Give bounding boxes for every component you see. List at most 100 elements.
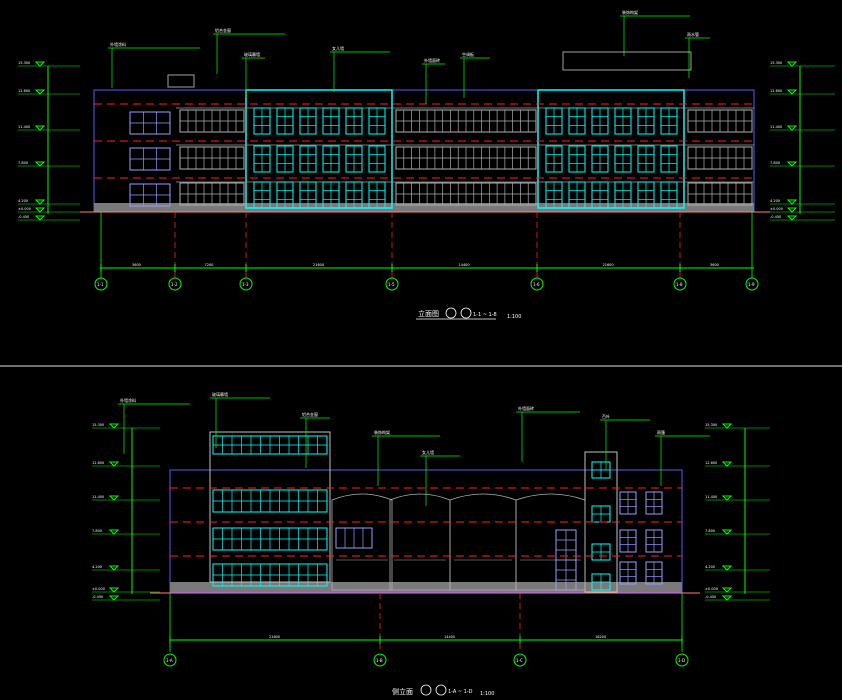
level-value: -0.450	[18, 215, 29, 219]
level-marker	[786, 161, 798, 167]
level-value: 15.300	[705, 423, 717, 427]
level-value: 11.400	[18, 125, 30, 129]
axis-label: 1-1	[97, 282, 104, 287]
note-text: 外墙面砖	[424, 57, 440, 63]
level-value: 7.800	[92, 529, 102, 533]
note-text: 铝合金窗	[302, 411, 318, 417]
note-text: 雨篷	[657, 429, 665, 435]
axis-label: 1-B	[376, 658, 383, 663]
level-value: 15.300	[770, 61, 782, 65]
axis-bubble	[513, 653, 527, 667]
axis-bubble	[373, 653, 387, 667]
level-value: 12.600	[18, 89, 30, 93]
dim-value: 14400	[444, 635, 455, 639]
level-marker	[108, 529, 120, 535]
level-marker	[108, 595, 120, 601]
dim-value: 21600	[603, 263, 614, 267]
note-text: 铝合金窗	[215, 27, 231, 33]
elevation-top-title: 立面图	[418, 309, 439, 318]
level-value: 15.300	[18, 61, 30, 65]
note-text: 玻璃幕墙	[244, 51, 260, 57]
level-marker	[34, 125, 46, 131]
level-marker	[34, 161, 46, 167]
elevation-bottom-title: 侧立面	[392, 687, 413, 696]
axis-label: 1-C	[516, 658, 523, 663]
note-text: 装饰构架	[622, 9, 638, 15]
level-marker	[786, 207, 798, 213]
level-value: 4.200	[92, 565, 102, 569]
level-value: 4.200	[705, 565, 715, 569]
axis-bubble	[163, 653, 177, 667]
level-marker	[721, 595, 733, 601]
level-value: ±0.000	[18, 207, 31, 211]
level-value: 12.600	[770, 89, 782, 93]
dim-value: 14400	[459, 263, 470, 267]
axis-bubble	[94, 277, 108, 291]
level-marker	[108, 423, 120, 429]
level-marker	[721, 495, 733, 501]
dim-value: 21600	[269, 635, 280, 639]
dim-value: 7200	[205, 263, 214, 267]
level-marker	[108, 495, 120, 501]
note-text: 百叶	[602, 413, 610, 419]
level-value: -0.450	[770, 215, 781, 219]
level-marker	[721, 565, 733, 571]
level-value: 7.800	[18, 161, 28, 165]
level-marker	[721, 529, 733, 535]
axis-label: 1-9	[748, 282, 755, 287]
axis-bubble	[745, 277, 759, 291]
note-text: 玻璃幕墙	[212, 391, 228, 397]
axis-bubble	[385, 277, 399, 291]
level-value: ±0.000	[770, 207, 783, 211]
note-text: 雨水管	[687, 31, 699, 37]
level-value: ±0.000	[92, 587, 105, 591]
level-marker	[786, 125, 798, 131]
level-marker	[721, 587, 733, 593]
level-marker	[34, 215, 46, 221]
level-value: 7.800	[705, 529, 715, 533]
dim-value: 3600	[710, 263, 719, 267]
elevation-top-scale: 1:100	[507, 314, 521, 320]
elevation-bottom: 1-A 1-B 1-C 1-D 15.300 12.600 11.400 7.800 4.20…	[92, 391, 770, 697]
dim-value: 16200	[595, 635, 606, 639]
canopy-frame	[331, 493, 393, 591]
level-value: 15.300	[92, 423, 104, 427]
note-text: 外墙涂料	[120, 397, 136, 403]
axis-label: 1-8	[676, 282, 683, 287]
level-value: -0.450	[92, 595, 103, 599]
elevation-bottom-scale: 1:100	[480, 691, 494, 697]
level-marker	[108, 461, 120, 467]
level-value: 4.200	[18, 199, 28, 203]
axis-label: 1-6	[533, 282, 540, 287]
level-marker	[786, 199, 798, 205]
level-marker	[34, 207, 46, 213]
axis-bubble	[168, 277, 182, 291]
level-value: 4.200	[770, 199, 780, 203]
level-marker	[108, 587, 120, 593]
level-marker	[786, 61, 798, 67]
note-text: 女儿墙	[332, 45, 344, 51]
elevation-bottom-axis-range: 1-A ~ 1-D	[448, 689, 473, 695]
level-marker	[786, 215, 798, 221]
axis-label: 1-D	[678, 658, 685, 663]
axis-bubble	[239, 277, 253, 291]
level-marker	[108, 565, 120, 571]
axis-label: 1-A	[166, 658, 173, 663]
level-value: -0.450	[705, 595, 716, 599]
level-value: 11.400	[770, 125, 782, 129]
axis-bubble	[530, 277, 544, 291]
level-value: 7.800	[770, 161, 780, 165]
note-text: 装饰构架	[374, 429, 390, 435]
level-value: 11.400	[705, 495, 717, 499]
axis-label: 1-5	[388, 282, 395, 287]
note-text: 外墙面砖	[518, 405, 534, 411]
axis-label: 1-3	[242, 282, 249, 287]
axis-bubble	[673, 277, 687, 291]
level-value: ±0.000	[705, 587, 718, 591]
level-value: 12.600	[92, 461, 104, 465]
note-text: 空调板	[462, 51, 474, 57]
canopy-frame	[515, 493, 586, 591]
note-text: 女儿墙	[422, 449, 434, 455]
